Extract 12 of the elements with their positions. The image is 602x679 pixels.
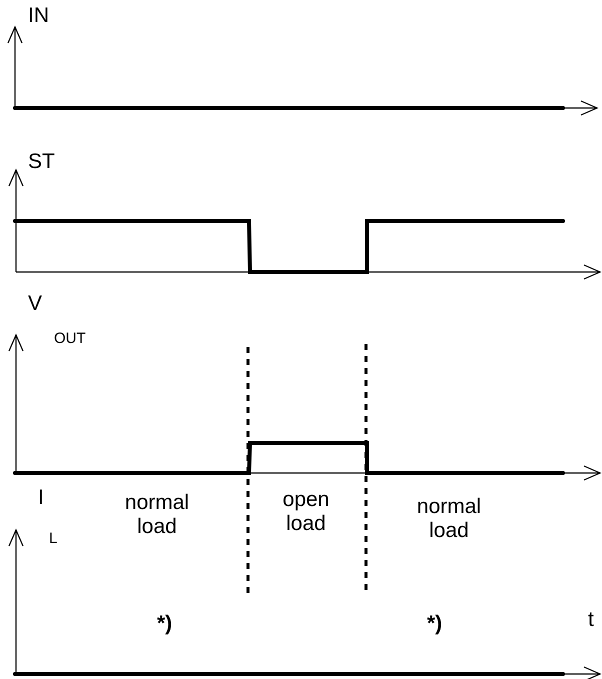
footnote-mark: *) (157, 612, 172, 636)
subscript: L (49, 529, 58, 549)
signal-name: I (38, 486, 44, 510)
region-label: normal load (124, 491, 190, 539)
signal-name: IN (28, 4, 49, 28)
axis-label: t (588, 608, 594, 632)
footnote-mark: *) (427, 612, 442, 636)
region-label: open load (282, 488, 330, 536)
subscript: OUT (54, 329, 86, 349)
region-label: normal load (416, 495, 482, 543)
signal-name: ST (28, 150, 55, 174)
signal-name: V (28, 292, 42, 316)
